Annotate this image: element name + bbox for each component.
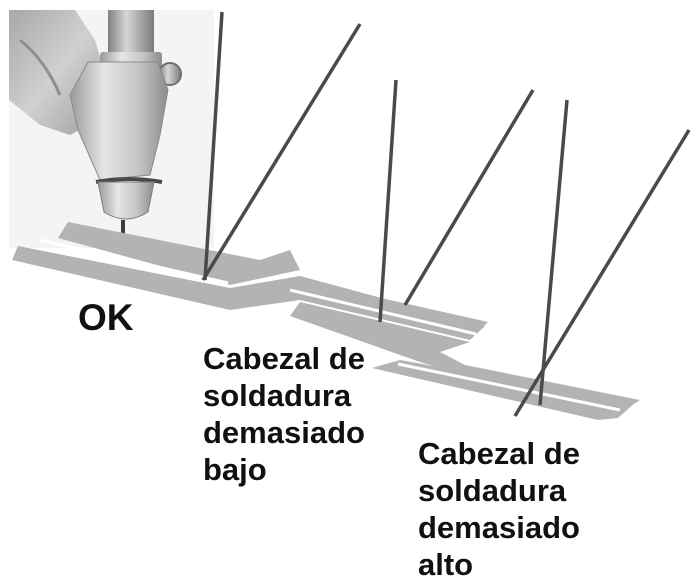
strip-ok-top bbox=[58, 222, 300, 285]
label-head-too-high: Cabezal de soldadura demasiado alto bbox=[418, 436, 580, 582]
clamp-ring bbox=[95, 177, 163, 184]
label-head-too-low: Cabezal de soldadura demasiado bajo bbox=[203, 341, 365, 487]
strip-low-top bbox=[280, 282, 488, 334]
seam-low bbox=[289, 288, 477, 336]
wire-lines bbox=[201, 11, 691, 417]
welding-head-photo bbox=[9, 10, 214, 254]
strip-high bbox=[372, 360, 636, 420]
label-ok: OK bbox=[78, 297, 134, 338]
wire-high-diagonal bbox=[513, 129, 691, 417]
wire-low-vertical bbox=[378, 79, 398, 323]
wire-ok-vertical bbox=[203, 11, 224, 281]
sleeve-fold bbox=[19, 38, 62, 96]
metal-strips bbox=[12, 222, 640, 420]
wire-low-diagonal bbox=[403, 89, 535, 306]
strip-ok-bottom bbox=[12, 246, 485, 340]
wire-high-vertical bbox=[538, 99, 569, 406]
strip-mid bbox=[290, 302, 640, 408]
wire-ok-diagonal bbox=[201, 23, 362, 281]
torch-nozzle bbox=[97, 181, 155, 220]
torch-body bbox=[69, 61, 169, 181]
torch-cylinder bbox=[108, 10, 154, 58]
seam-high bbox=[397, 362, 621, 412]
seam-ok bbox=[39, 238, 229, 285]
